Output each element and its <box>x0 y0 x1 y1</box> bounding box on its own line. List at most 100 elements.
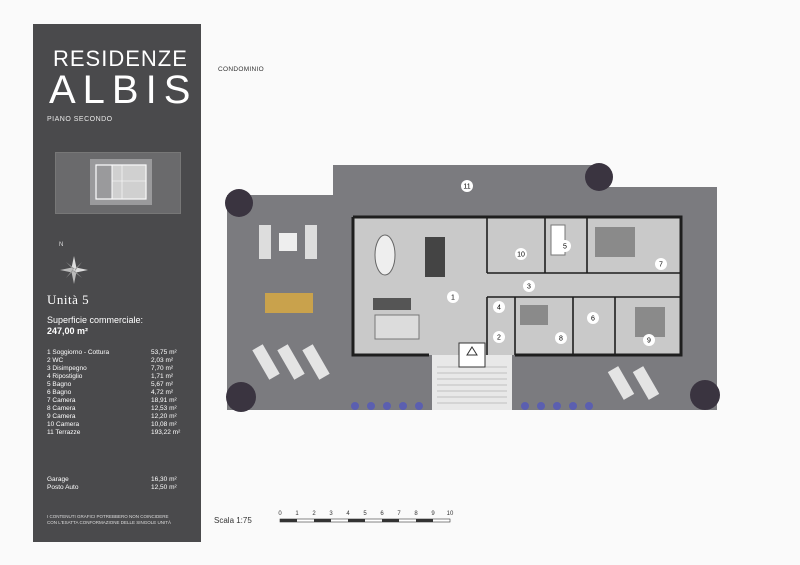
svg-text:7: 7 <box>659 262 663 269</box>
room-value: 2,03 m² <box>151 357 174 364</box>
coffee-table <box>279 233 297 251</box>
room-row: 8 Camera 12,53 m² <box>47 405 187 413</box>
extra-value: 16,30 m² <box>151 476 177 483</box>
room-value: 53,75 m² <box>151 349 177 356</box>
bed-room-9 <box>635 307 665 337</box>
svg-text:11: 11 <box>463 184 470 191</box>
room-badge-9: 9 <box>643 334 655 346</box>
scale-tick: 10 <box>447 511 454 517</box>
room-name: 3 Disimpegno <box>47 365 87 372</box>
room-row: 5 Bagno 5,67 m² <box>47 381 187 389</box>
room-row: 3 Disimpegno 7,70 m² <box>47 365 187 373</box>
room-value: 193,22 m² <box>151 429 181 436</box>
disclaimer-line: CON L'ESATTA CONFORMAZIONE DELLE SINGOLE… <box>47 520 171 525</box>
room-badge-6: 6 <box>587 312 599 324</box>
scale-tick: 6 <box>380 511 384 517</box>
brand-line-2: ALBIS <box>49 68 198 112</box>
room-value: 12,20 m² <box>151 413 177 420</box>
room-name: 6 Bagno <box>47 389 72 396</box>
sofa <box>373 298 411 310</box>
room-row: 11 Terrazze 193,22 m² <box>47 429 187 437</box>
svg-text:2: 2 <box>497 335 501 342</box>
scale-label: Scala 1:75 <box>214 516 252 525</box>
room-name: 2 WC <box>47 357 64 364</box>
condominio-label: CONDOMINIO <box>218 66 264 73</box>
compass-rose: N <box>59 242 89 288</box>
exterior-walls <box>351 215 683 357</box>
room-name: 7 Camera <box>47 397 76 404</box>
room-value: 18,91 m² <box>151 397 177 404</box>
info-panel: RESIDENZE ALBIS PIANO SECONDO N Un <box>33 24 201 542</box>
svg-text:9: 9 <box>647 338 651 345</box>
interior-walls <box>486 217 681 355</box>
scale-tick: 9 <box>431 511 435 517</box>
svg-text:3: 3 <box>527 284 531 291</box>
room-name: 5 Bagno <box>47 381 72 388</box>
stair-steps <box>437 366 507 404</box>
room-badge-2: 2 <box>493 331 505 343</box>
scale-tick: 7 <box>397 511 401 517</box>
dining-table <box>374 234 396 276</box>
svg-text:10: 10 <box>517 252 525 259</box>
building-key-plan <box>55 152 181 214</box>
room-name: 11 Terrazze <box>47 429 81 436</box>
room-value: 10,08 m² <box>151 421 177 428</box>
room-value: 1,71 m² <box>151 373 174 380</box>
scale-tick: 1 <box>295 511 299 517</box>
extra-name: Posto Auto <box>47 484 79 491</box>
room-row: 4 Ripostiglio 1,71 m² <box>47 373 187 381</box>
room-row: 2 WC 2,03 m² <box>47 357 187 365</box>
scale-tick: 8 <box>414 511 418 517</box>
room-badge-4: 4 <box>493 301 505 313</box>
plants <box>225 163 720 412</box>
bed-room-8 <box>520 305 548 325</box>
outdoor-table <box>265 293 313 313</box>
room-badge-1: 1 <box>447 291 459 303</box>
room-badge-7: 7 <box>655 258 667 270</box>
room-value: 5,67 m² <box>151 381 174 388</box>
scale-tick: 3 <box>329 511 333 517</box>
room-badge-11: 11 <box>461 180 473 192</box>
room-badge-5: 5 <box>559 240 571 252</box>
svg-text:8: 8 <box>559 336 563 343</box>
svg-text:1: 1 <box>451 295 455 302</box>
elevator-arrow-icon <box>466 346 478 356</box>
room-badge-3: 3 <box>523 280 535 292</box>
surface-label: Superficie commerciale: <box>47 315 144 325</box>
compass-icon <box>60 256 88 284</box>
scale-tick: 5 <box>363 511 367 517</box>
rug <box>374 314 420 340</box>
flower-boxes <box>351 402 593 410</box>
extra-value: 12,50 m² <box>151 484 177 491</box>
surface-value: 247,00 m² <box>47 326 89 336</box>
scale-tick: 2 <box>312 511 316 517</box>
room-row: 9 Camera 12,20 m² <box>47 413 187 421</box>
floor-label: PIANO SECONDO <box>47 116 113 123</box>
floor-plan: 1 2 3 4 5 6 7 8 9 10 11 <box>225 163 720 412</box>
scale-tick: 0 <box>278 511 282 517</box>
disclaimer-line: I CONTENUTI GRAFICI POTREBBERO NON COINC… <box>47 514 169 519</box>
room-value: 4,72 m² <box>151 389 174 396</box>
outdoor-sofa <box>305 225 317 259</box>
kitchen-island <box>425 237 445 277</box>
extra-row: Posto Auto 12,50 m² <box>47 484 187 492</box>
disclaimer-note: I CONTENUTI GRAFICI POTREBBERO NON COINC… <box>47 514 197 526</box>
scale-tick: 4 <box>346 511 350 517</box>
bed-room-7 <box>595 227 635 257</box>
room-name: 8 Camera <box>47 405 76 412</box>
room-name: 4 Ripostiglio <box>47 373 83 380</box>
room-value: 12,53 m² <box>151 405 177 412</box>
svg-text:6: 6 <box>591 316 595 323</box>
sun-loungers <box>252 344 660 400</box>
unit-title: Unità 5 <box>47 292 90 307</box>
room-value: 7,70 m² <box>151 365 174 372</box>
room-row: 6 Bagno 4,72 m² <box>47 389 187 397</box>
svg-text:5: 5 <box>563 244 567 251</box>
brand-line-1: RESIDENZE <box>53 46 188 71</box>
room-name: 9 Camera <box>47 413 76 420</box>
